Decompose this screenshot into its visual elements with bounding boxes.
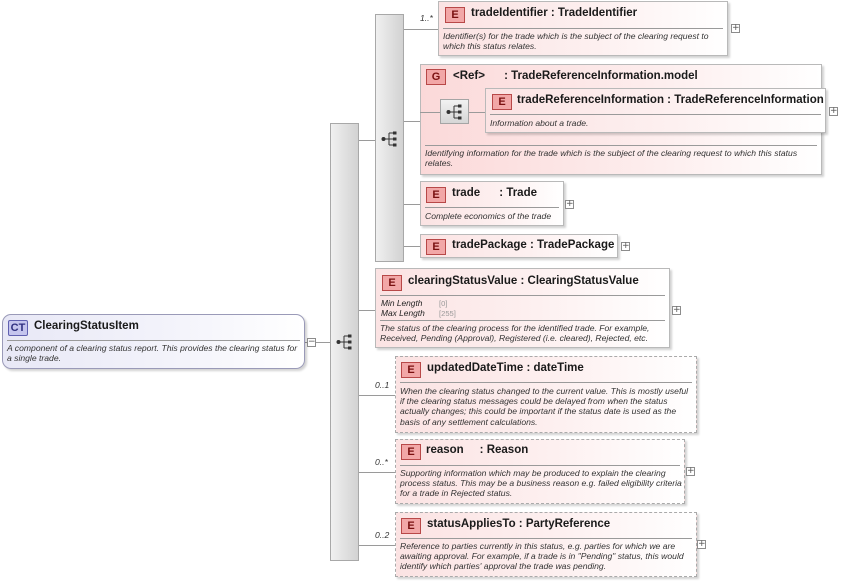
connector-group-inner [420, 112, 440, 113]
element-tradeReferenceInformation[interactable]: E tradeReferenceInformation : TradeRefer… [485, 88, 826, 133]
cardinality-updatedDateTime: 0..1 [375, 380, 390, 390]
sequence-icon-nested [446, 104, 462, 120]
connector-tradeReferenceInformation [469, 112, 485, 113]
title-separator [443, 28, 723, 29]
connector-statusAppliesTo [359, 545, 395, 546]
connector-group [404, 121, 420, 122]
connector-trade [404, 204, 420, 205]
expand-icon[interactable]: + [565, 199, 574, 209]
title-separator [490, 114, 821, 115]
cardinality-statusAppliesTo: 0..2 [375, 530, 390, 540]
element-tradePackage[interactable]: E tradePackage : TradePackage [420, 234, 618, 258]
element-trade[interactable]: E trade : Trade Complete economics of th… [420, 181, 564, 226]
element-tradeIdentifier[interactable]: E tradeIdentifier : TradeIdentifier Iden… [438, 1, 728, 56]
element-title: clearingStatusValue : ClearingStatusValu… [408, 275, 639, 287]
group-title: <Ref> : TradeReferenceInformation.model [453, 70, 698, 82]
group-separator [425, 145, 817, 146]
title-separator [400, 382, 692, 383]
facet-min-length-label: Min Length [381, 298, 423, 308]
facet-max-length-value: [255] [439, 309, 456, 318]
element-badge: E [445, 7, 465, 23]
connector-clearingStatusValue [359, 310, 375, 311]
element-badge: E [401, 444, 421, 460]
element-badge: E [426, 187, 446, 203]
element-description: Information about a trade. [490, 118, 589, 128]
element-title: tradePackage : TradePackage [452, 239, 615, 251]
complex-type-badge: CT [8, 320, 28, 336]
sequence-icon [336, 334, 352, 350]
title-separator [425, 207, 559, 208]
element-title: updatedDateTime : dateTime [427, 362, 584, 374]
title-separator [400, 465, 680, 466]
element-badge: E [492, 94, 512, 110]
expand-icon[interactable]: + [621, 241, 630, 251]
complex-type-box[interactable]: CT ClearingStatusItem A component of a c… [2, 314, 305, 369]
element-description: Complete economics of the trade [425, 211, 552, 221]
element-clearingStatusValue[interactable]: E clearingStatusValue : ClearingStatusVa… [375, 268, 670, 348]
expand-icon[interactable]: + [731, 23, 740, 33]
expand-icon[interactable]: + [686, 466, 695, 476]
element-description: When the clearing status changed to the … [400, 386, 689, 427]
connector-outer-inner [359, 140, 375, 141]
facet-min-length-value: [0] [439, 299, 448, 308]
element-title: trade : Trade [452, 187, 537, 199]
element-title: tradeIdentifier : TradeIdentifier [471, 7, 638, 19]
element-reason[interactable]: E reason : Reason Supporting information… [395, 439, 685, 504]
title-separator [7, 340, 300, 341]
element-description: Identifier(s) for the trade which is the… [443, 31, 709, 52]
connector-tradePackage [404, 246, 420, 247]
element-title: statusAppliesTo : PartyReference [427, 518, 611, 530]
complex-type-name: ClearingStatusItem [34, 320, 139, 332]
element-description: The status of the clearing process for t… [380, 323, 650, 344]
element-badge: E [401, 518, 421, 534]
expand-icon[interactable]: + [697, 539, 706, 549]
expand-icon[interactable]: + [829, 106, 838, 116]
connector-reason [359, 472, 395, 473]
element-badge: E [426, 239, 446, 255]
element-description: Supporting information which may be prod… [400, 468, 682, 499]
title-separator [400, 538, 692, 539]
facet-max-length-label: Max Length [381, 308, 425, 318]
group-description: Identifying information for the trade wh… [425, 148, 798, 169]
cardinality-tradeIdentifier: 1..* [420, 13, 433, 23]
element-description: Reference to parties currently in this s… [400, 541, 684, 572]
element-title: reason : Reason [426, 444, 529, 456]
expand-icon[interactable]: + [672, 305, 681, 315]
connector-updatedDateTime [359, 395, 395, 396]
group-badge: G [426, 69, 446, 85]
connector-tradeIdentifier [404, 29, 438, 30]
sequence-icon-inner [381, 131, 397, 147]
element-badge: E [382, 275, 402, 291]
complex-type-description: A component of a clearing status report.… [7, 343, 298, 364]
element-title: tradeReferenceInformation : TradeReferen… [517, 94, 824, 106]
collapse-icon[interactable]: − [307, 337, 316, 347]
element-updatedDateTime[interactable]: E updatedDateTime : dateTime When the cl… [395, 356, 697, 433]
connector-root-outer [305, 342, 330, 343]
cardinality-reason: 0..* [375, 457, 388, 467]
element-badge: E [401, 362, 421, 378]
title-separator [380, 295, 665, 296]
element-statusAppliesTo[interactable]: E statusAppliesTo : PartyReference Refer… [395, 512, 697, 577]
facet-separator [380, 320, 665, 321]
